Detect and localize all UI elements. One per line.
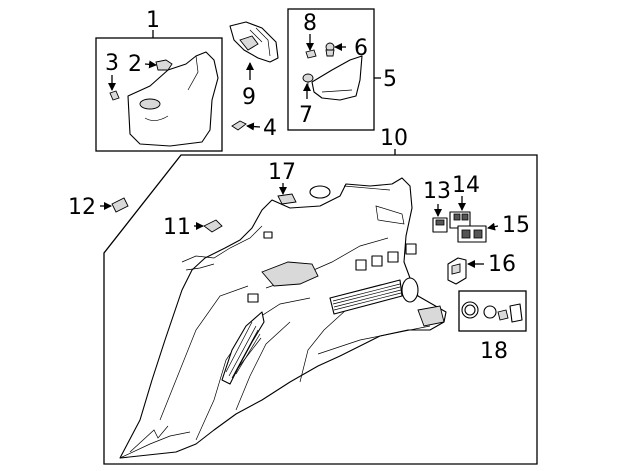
callout-10: 10 [380, 126, 408, 151]
group-box-1 [95, 37, 223, 152]
group-box-5 [287, 8, 375, 131]
callout-14: 14 [452, 173, 480, 198]
vent-grille-right [329, 279, 403, 315]
callout-15: 15 [502, 213, 530, 238]
callout-6: 6 [354, 36, 368, 61]
bracket-part-9 [229, 21, 279, 63]
socket-kit-part-18 [461, 301, 523, 323]
clip-part-3 [109, 90, 120, 101]
callout-12: 12 [68, 195, 96, 220]
callout-17: 17 [268, 160, 296, 185]
bracket-part-16 [447, 257, 467, 285]
clip-part-8 [305, 49, 317, 59]
callout-18: 18 [480, 339, 508, 364]
callout-7: 7 [299, 103, 313, 128]
callout-5: 5 [383, 67, 397, 92]
callout-8: 8 [303, 11, 317, 36]
callout-2: 2 [128, 52, 142, 77]
callout-1: 1 [146, 8, 160, 33]
group-box-18 [458, 290, 527, 332]
trim-cover-part-5 [311, 55, 363, 101]
clip-part-11 [203, 219, 223, 233]
quarter-upper-panel-part [127, 51, 219, 147]
vent-grille-left [221, 311, 265, 385]
callout-4: 4 [263, 116, 277, 141]
switch-part-13 [432, 217, 448, 233]
callout-16: 16 [488, 252, 516, 277]
callout-9: 9 [242, 85, 256, 110]
callout-13: 13 [423, 179, 451, 204]
callout-labels: 1 2 3 4 5 6 7 8 9 10 11 12 13 14 15 16 1… [68, 8, 530, 364]
clip-part-12 [111, 197, 129, 213]
screw-part-6 [325, 42, 335, 57]
clip-part-2 [155, 59, 173, 71]
quarter-trim-panel-part-10 [119, 177, 447, 459]
callout-3: 3 [105, 51, 119, 76]
callout-11: 11 [163, 215, 191, 240]
group-box-10 [103, 154, 538, 465]
clip-part-17 [277, 193, 297, 205]
clip-part-4 [231, 120, 247, 131]
switch-part-15 [457, 225, 487, 243]
